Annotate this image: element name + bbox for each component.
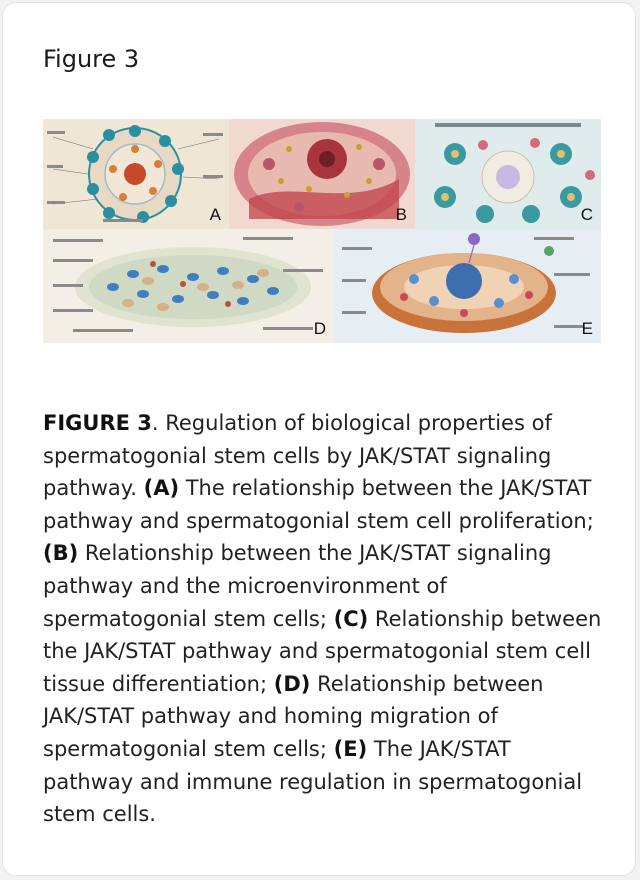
caption-tag-d: (D) — [273, 671, 311, 696]
caption-label: FIGURE 3 — [43, 411, 152, 435]
caption-text-c: Relationship between the JAK/STAT pathwa… — [43, 606, 602, 696]
caption-intro: . Regulation of biological properties of… — [43, 411, 552, 501]
panel-label-d: D — [313, 319, 326, 338]
panel-e-illustration — [334, 229, 601, 343]
panel-label-c: C — [580, 205, 593, 224]
caption-tag-e: (E) — [333, 736, 368, 761]
caption-text-e: The JAK/STAT pathway and immune regulati… — [43, 736, 583, 827]
panel-c[interactable]: C — [415, 119, 601, 229]
figure-caption: FIGURE 3. Regulation of biological prope… — [43, 407, 603, 831]
caption-text-a: The relationship between the JAK/STAT pa… — [43, 476, 594, 533]
panel-d-illustration — [43, 229, 334, 343]
figure-image[interactable]: A B — [43, 119, 601, 343]
caption-tag-b: (B) — [43, 541, 79, 566]
panel-label-a: A — [209, 205, 221, 224]
panel-c-illustration — [415, 119, 601, 229]
panel-b[interactable]: B — [229, 119, 415, 229]
figure-heading: Figure 3 — [43, 45, 140, 73]
panel-label-b: B — [395, 205, 407, 224]
panel-a[interactable]: A — [43, 119, 229, 229]
panel-a-illustration — [43, 119, 229, 229]
caption-tag-c: (C) — [333, 606, 369, 631]
panel-b-illustration — [229, 119, 415, 229]
panel-e[interactable]: E — [334, 229, 601, 343]
panel-d[interactable]: D — [43, 229, 334, 343]
caption-text-d: Relationship between JAK/STAT pathway an… — [43, 671, 544, 761]
panel-label-e: E — [581, 319, 593, 338]
caption-text-b: Relationship between the JAK/STAT signal… — [43, 541, 552, 631]
caption-tag-a: (A) — [143, 476, 180, 501]
